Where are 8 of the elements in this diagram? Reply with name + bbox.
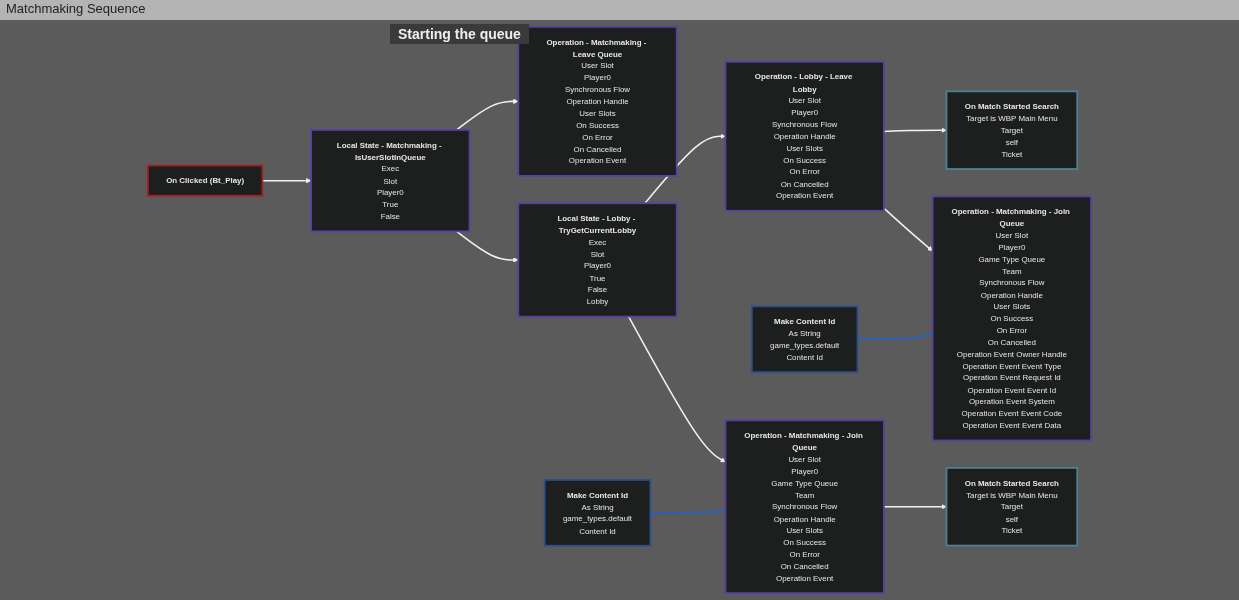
arrow [883,127,947,133]
diagram-title: Matchmaking Sequence [0,0,1239,20]
arrow [883,207,933,252]
arrow [627,315,726,463]
arrow [883,504,947,510]
comment-heading: Starting the queue [390,24,529,44]
arrow [455,98,519,131]
arrow [455,230,519,263]
